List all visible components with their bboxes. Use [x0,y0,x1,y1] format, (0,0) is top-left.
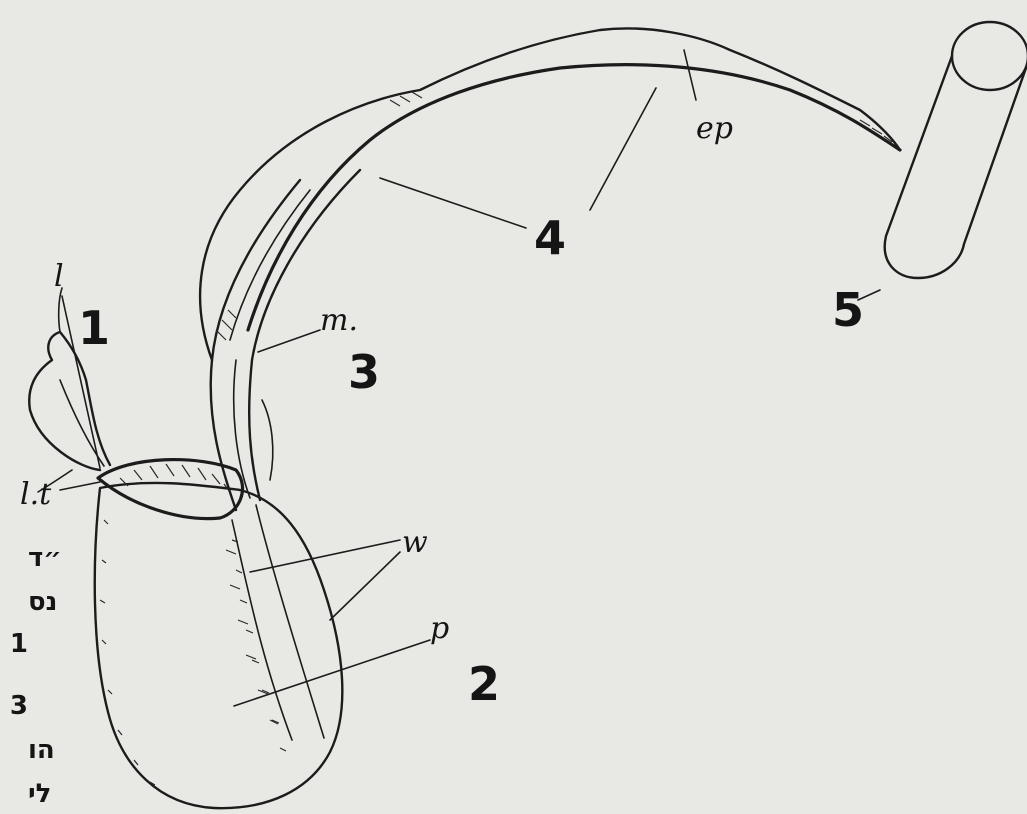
pitcher-body [95,483,343,808]
label-w: w [402,525,428,560]
cropped-side-text: ״ד נס 1 3 הו לי [10,543,62,809]
label-l: l [54,259,64,294]
leaf-blade [200,28,900,360]
label-1: 1 [78,301,110,355]
label-p: p [430,611,449,646]
side-text-line: לי [28,779,51,809]
label-ep: ep [696,111,733,146]
side-text-line: ״ד [28,543,62,573]
tendril [211,170,360,510]
label-4: 4 [534,211,566,265]
side-text-line: הו [28,735,55,765]
side-text-line: 3 [10,691,28,721]
pitcher-mouth [98,460,243,519]
label-m: m. [320,303,358,338]
label-5: 5 [832,283,864,337]
side-text-line: נס [28,587,57,617]
label-lt: l.t [20,477,52,512]
leader-lines [60,50,880,706]
side-text-line: 1 [10,629,28,659]
label-3: 3 [348,345,380,399]
label-2: 2 [468,657,500,711]
stem-section [885,22,1027,278]
